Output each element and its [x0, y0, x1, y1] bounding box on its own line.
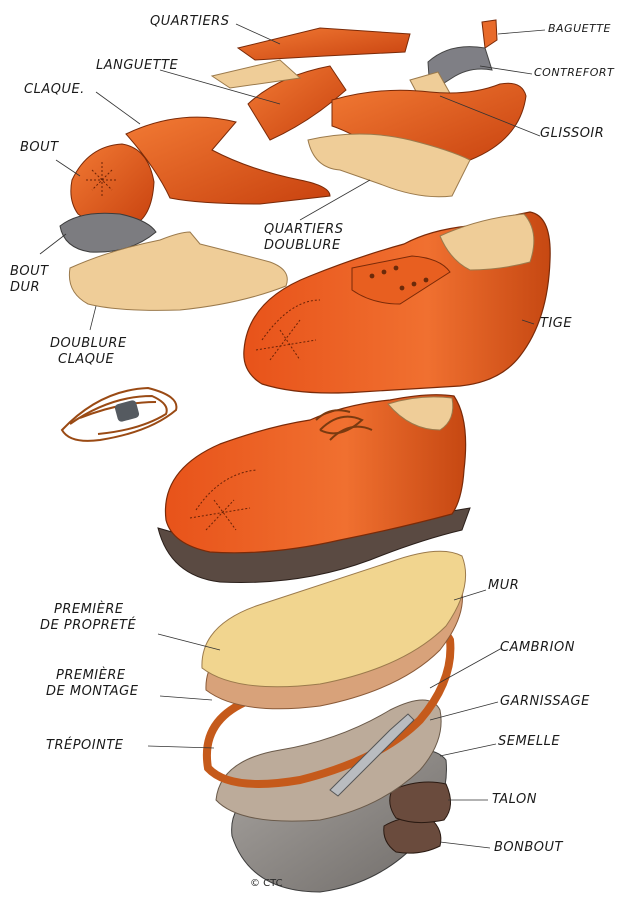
- label-premiere-montage-2: DE MONTAGE: [46, 684, 138, 699]
- label-bout-dur-1: BOUT: [10, 264, 49, 279]
- label-semelle: SEMELLE: [498, 734, 560, 749]
- label-tige: TIGE: [540, 316, 572, 331]
- copyright-note: © CTC: [250, 878, 283, 889]
- laces-band: [114, 399, 140, 422]
- label-bonbout: BONBOUT: [494, 840, 563, 855]
- label-baguette: BAGUETTE: [548, 22, 611, 35]
- label-mur: MUR: [488, 578, 519, 593]
- leader-quartiers: [236, 24, 280, 44]
- label-garnissage: GARNISSAGE: [500, 694, 590, 709]
- baguette-piece: [482, 20, 497, 48]
- label-doublure-claque-1: DOUBLURE: [50, 336, 127, 351]
- leader-bout: [56, 160, 80, 176]
- leader-premiere-montage: [160, 696, 212, 700]
- label-quartiers: QUARTIERS: [150, 14, 229, 29]
- label-languette: LANGUETTE: [96, 58, 178, 73]
- label-bout-dur-2: DUR: [10, 280, 40, 295]
- label-contrefort: CONTREFORT: [534, 66, 614, 79]
- label-quartiers-doublure-1: QUARTIERS: [264, 222, 343, 237]
- leader-bout-dur: [40, 234, 66, 254]
- quartiers-piece: [238, 28, 410, 60]
- label-claque: CLAQUE.: [24, 82, 85, 97]
- talon-piece: [390, 782, 451, 823]
- label-premiere-montage-1: PREMIÈRE: [56, 668, 126, 683]
- label-talon: TALON: [492, 792, 537, 807]
- label-cambrion: CAMBRION: [500, 640, 575, 655]
- leader-semelle: [440, 744, 496, 756]
- leader-bonbout: [440, 842, 490, 848]
- label-premiere-proprete-1: PREMIÈRE: [54, 602, 124, 617]
- label-bout: BOUT: [20, 140, 59, 155]
- leader-baguette: [498, 30, 545, 34]
- label-trepointe: TRÉPOINTE: [46, 738, 123, 753]
- label-glissoir: GLISSOIR: [540, 126, 604, 141]
- label-quartiers-doublure-2: DOUBLURE: [264, 238, 341, 253]
- leader-cambrion: [430, 648, 502, 688]
- leader-claque: [96, 92, 140, 124]
- label-doublure-claque-2: CLAQUE: [58, 352, 114, 367]
- leader-contrefort: [480, 66, 532, 74]
- leader-doublure-claque: [90, 306, 96, 330]
- label-premiere-proprete-2: DE PROPRETÉ: [40, 618, 136, 633]
- claque-piece: [126, 117, 330, 204]
